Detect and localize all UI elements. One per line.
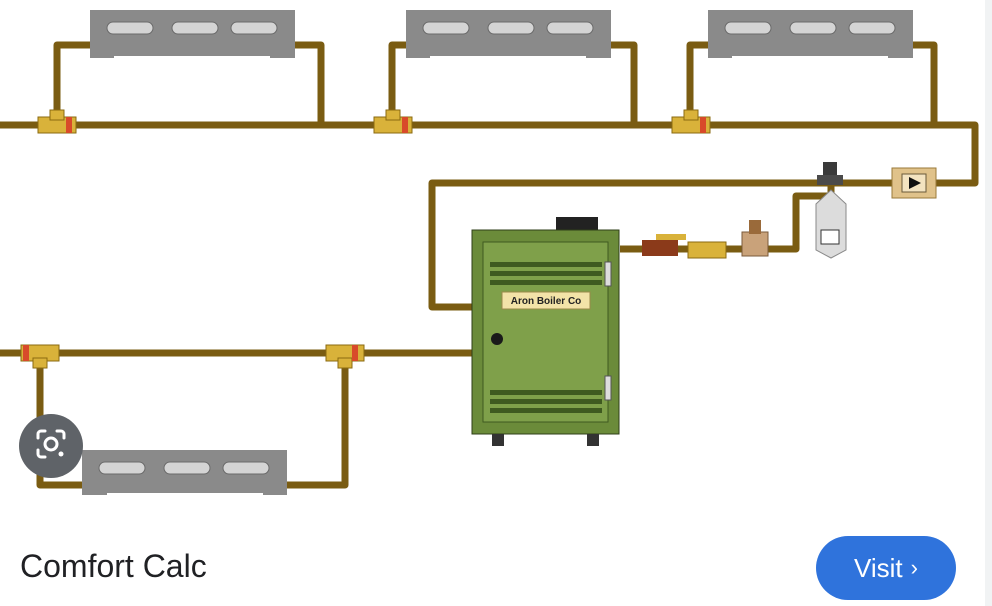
google-lens-button[interactable] bbox=[19, 414, 83, 478]
visit-button[interactable]: Visit › bbox=[816, 536, 956, 600]
radiator-2 bbox=[406, 10, 611, 66]
radiator-1 bbox=[90, 10, 295, 66]
scrollbar-gutter bbox=[985, 0, 992, 606]
tee-fitting bbox=[373, 109, 413, 134]
radiator-3 bbox=[708, 10, 913, 66]
chevron-right-icon: › bbox=[910, 555, 918, 580]
fill-valve-assembly bbox=[642, 220, 769, 259]
expansion-tank bbox=[815, 162, 847, 259]
radiator-4 bbox=[82, 450, 287, 507]
tee-fitting bbox=[37, 109, 77, 134]
result-title[interactable]: Comfort Calc bbox=[20, 548, 207, 584]
boiler: Aron Boiler Co bbox=[471, 217, 620, 446]
tee-fitting bbox=[325, 344, 365, 369]
circulator-pump bbox=[891, 167, 937, 199]
heating-system-diagram[interactable]: Aron Boiler Co bbox=[0, 0, 985, 520]
google-lens-icon bbox=[34, 427, 68, 466]
boiler-label: Aron Boiler Co bbox=[511, 296, 582, 307]
tee-fitting bbox=[20, 344, 60, 369]
tee-fitting bbox=[671, 109, 711, 134]
visit-label: Visit bbox=[854, 552, 903, 583]
